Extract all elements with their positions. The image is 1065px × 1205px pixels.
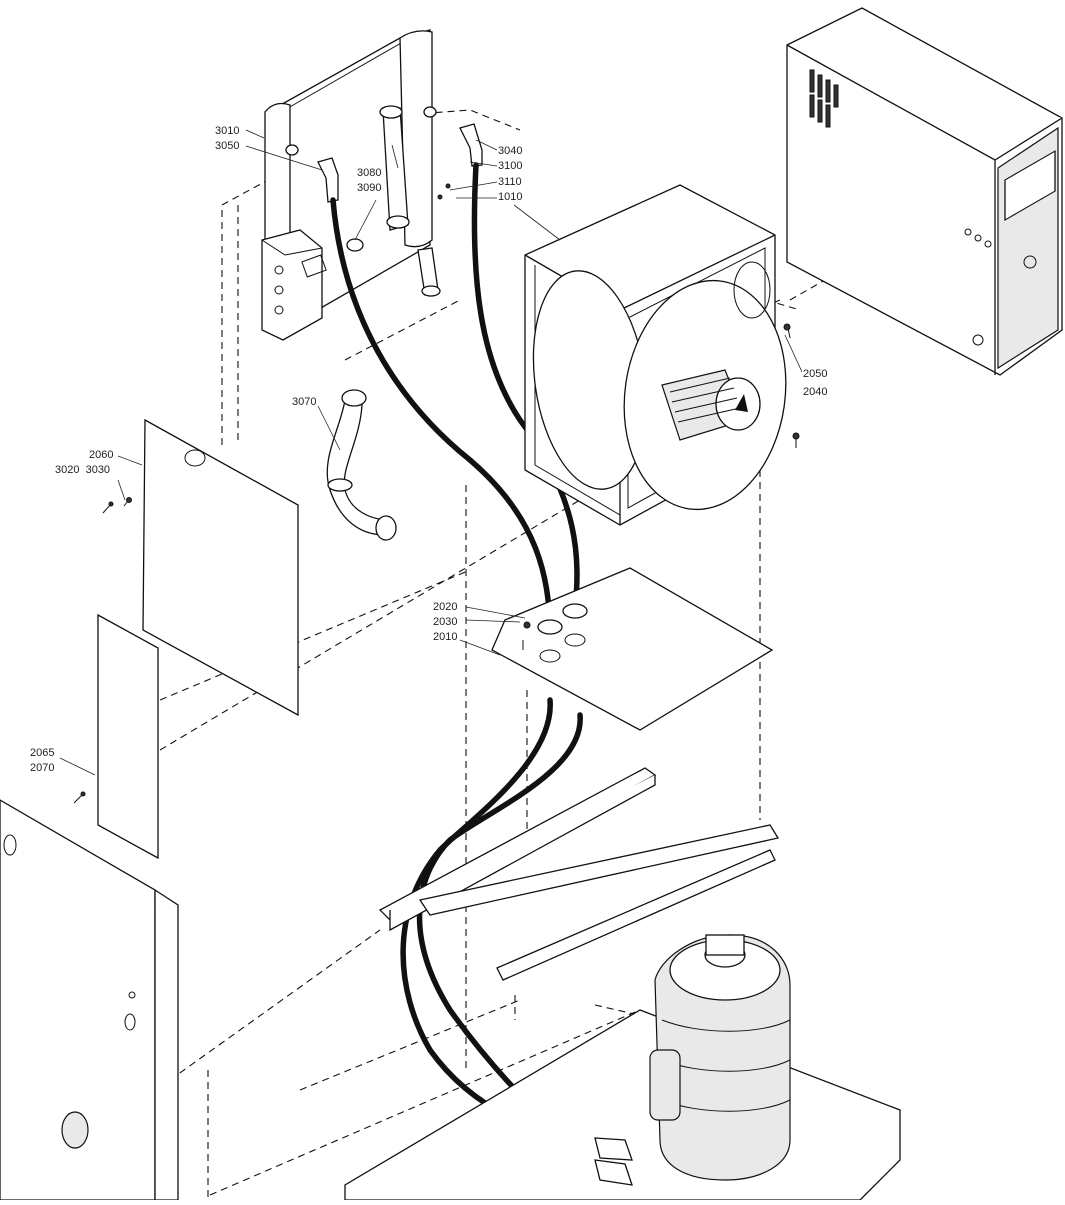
callout-2030: 2030 xyxy=(433,616,457,628)
callout-2010: 2010 xyxy=(433,631,457,643)
blower-assembly xyxy=(524,184,787,526)
fasteners xyxy=(73,323,800,804)
side-panels xyxy=(97,418,299,860)
callout-2050: 2050 xyxy=(803,368,827,380)
callout-labels: 3010 3050 3080 3090 3040 3100 3110 1010 … xyxy=(30,125,827,774)
front-door xyxy=(0,799,179,1201)
callout-3040: 3040 xyxy=(498,145,522,157)
callout-leaders xyxy=(59,129,803,776)
callout-1010: 1010 xyxy=(498,191,522,203)
support-rails xyxy=(378,767,780,981)
callout-3070: 3070 xyxy=(292,396,316,408)
callout-3090: 3090 xyxy=(357,182,381,194)
coil-assembly xyxy=(261,29,451,341)
hose-fittings-upper xyxy=(317,123,483,203)
callout-3110: 3110 xyxy=(498,176,522,188)
callout-2070: 2070 xyxy=(30,762,54,774)
cabinet-panel-right xyxy=(786,7,1063,376)
callout-3010: 3010 xyxy=(215,125,239,137)
base-plate xyxy=(491,567,774,731)
callout-2020: 2020 xyxy=(433,601,457,613)
callout-3100: 3100 xyxy=(498,160,522,172)
compressor-base xyxy=(344,934,901,1201)
callout-2060: 2060 xyxy=(89,449,113,461)
callout-3080: 3080 xyxy=(357,167,381,179)
callout-2065: 2065 xyxy=(30,747,54,759)
callout-3050: 3050 xyxy=(215,140,239,152)
flex-drain-hose xyxy=(326,389,397,541)
callout-3020-3030: 3020 3030 xyxy=(55,464,110,476)
callout-2040: 2040 xyxy=(803,386,827,398)
